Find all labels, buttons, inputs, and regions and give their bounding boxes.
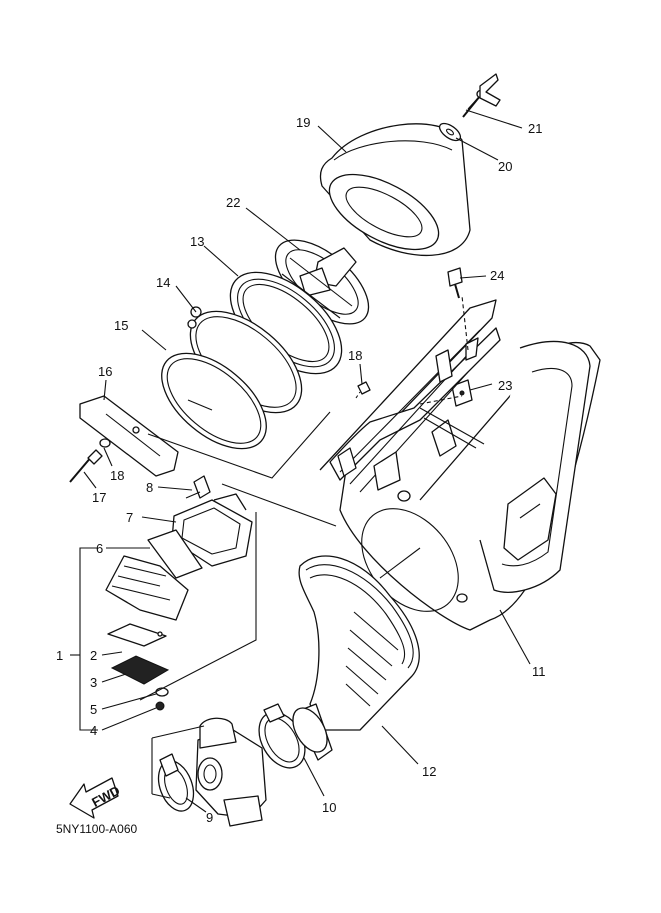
part-code: 5NY1100-A060 bbox=[56, 822, 137, 836]
callout-13: 13 bbox=[190, 234, 204, 249]
callout-15: 15 bbox=[114, 318, 128, 333]
callout-18b: 18 bbox=[348, 348, 362, 363]
reed-valve-assembly bbox=[105, 529, 203, 621]
screw bbox=[69, 449, 103, 483]
callout-8: 8 bbox=[146, 480, 153, 495]
filter-guide bbox=[274, 239, 370, 325]
carburetor bbox=[195, 717, 267, 827]
hose-clamp bbox=[258, 703, 333, 769]
callout-5: 5 bbox=[90, 702, 97, 717]
nut-clip bbox=[451, 379, 473, 407]
wing-bolt bbox=[462, 73, 501, 118]
callout-19: 19 bbox=[296, 115, 310, 130]
air-box bbox=[319, 299, 601, 631]
clip-nut bbox=[357, 381, 371, 395]
callout-10: 10 bbox=[322, 800, 336, 815]
washer-small bbox=[99, 438, 111, 448]
callout-7: 7 bbox=[126, 510, 133, 525]
callout-3: 3 bbox=[90, 675, 97, 690]
washer bbox=[438, 122, 462, 142]
carb-clamp bbox=[157, 753, 195, 812]
callout-12: 12 bbox=[422, 764, 436, 779]
callout-16: 16 bbox=[98, 364, 112, 379]
callout-2: 2 bbox=[90, 648, 97, 663]
flange-bolt bbox=[447, 267, 463, 299]
mounting-bolt bbox=[185, 475, 211, 499]
air-filter-element bbox=[319, 123, 471, 256]
callout-9: 9 bbox=[206, 810, 213, 825]
fwd-label: FWD bbox=[89, 783, 122, 810]
intake-boot bbox=[298, 555, 420, 731]
callout-1: 1 bbox=[56, 648, 63, 663]
reed-petal bbox=[107, 623, 167, 647]
seal-ring bbox=[161, 352, 267, 450]
callout-4: 4 bbox=[90, 723, 97, 738]
callout-23: 23 bbox=[498, 378, 512, 393]
callout-20: 20 bbox=[498, 159, 512, 174]
callout-6: 6 bbox=[96, 541, 103, 556]
callout-17: 17 bbox=[92, 490, 106, 505]
reed-stopper bbox=[110, 655, 170, 685]
callout-18a: 18 bbox=[110, 468, 124, 483]
callout-22: 22 bbox=[226, 195, 240, 210]
reed-screw bbox=[155, 701, 165, 711]
leader-lines bbox=[70, 109, 531, 813]
callout-11: 11 bbox=[532, 664, 546, 679]
callout-labels: 1 2 3 4 5 6 7 8 9 10 11 12 13 14 15 16 1… bbox=[56, 115, 546, 825]
fwd-arrow: FWD bbox=[69, 777, 122, 819]
callout-21: 21 bbox=[528, 121, 542, 136]
callout-14: 14 bbox=[156, 275, 170, 290]
callout-24: 24 bbox=[490, 268, 504, 283]
